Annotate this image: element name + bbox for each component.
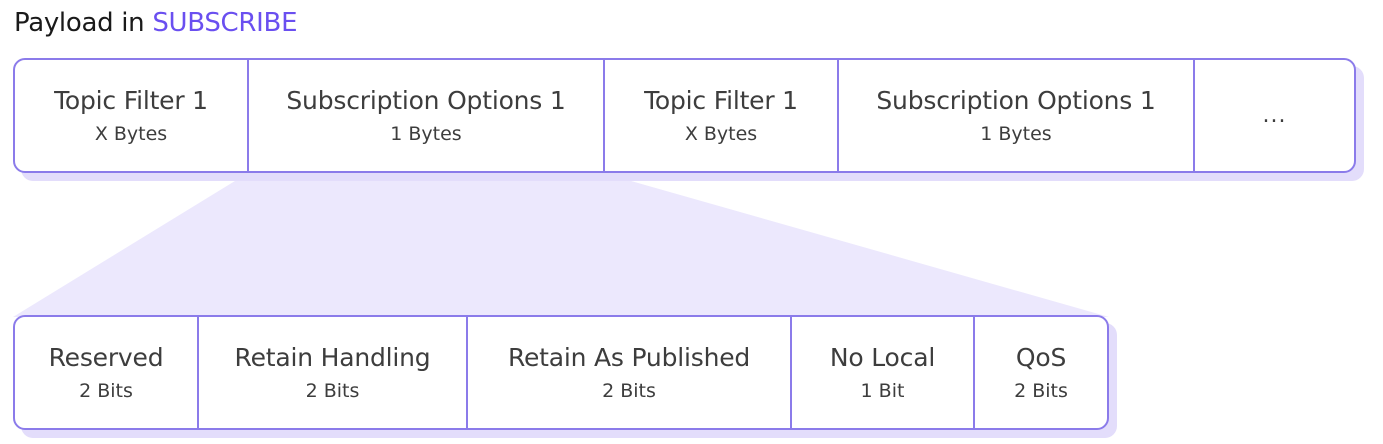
field-size: 1 Bytes: [390, 123, 462, 145]
field-size: 1 Bytes: [980, 123, 1052, 145]
field-name: Retain As Published: [507, 343, 751, 372]
field-size: X Bytes: [94, 123, 168, 145]
option-field-reserved: Reserved 2 Bits: [15, 317, 199, 428]
field-size: 2 Bits: [602, 380, 656, 402]
field-size: 2 Bits: [79, 380, 133, 402]
payload-field-subscription-options-2: Subscription Options 1 1 Bytes: [839, 60, 1195, 171]
diagram-title: Payload in SUBSCRIBE: [14, 8, 298, 38]
title-accent: SUBSCRIBE: [152, 8, 298, 38]
field-size: 2 Bits: [305, 380, 360, 402]
payload-field-subscription-options-1: Subscription Options 1 1 Bytes: [249, 60, 605, 171]
field-name: Reserved: [48, 343, 164, 372]
field-name: Topic Filter 1: [644, 86, 798, 115]
zoom-connector-shape: [13, 173, 1109, 317]
field-name: Retain Handling: [234, 343, 431, 372]
ellipsis-text: ...: [1262, 103, 1287, 128]
payload-field-topic-filter-1: Topic Filter 1 X Bytes: [15, 60, 249, 171]
field-size: X Bytes: [684, 123, 758, 145]
field-size: 1 Bit: [860, 380, 905, 402]
option-field-no-local: No Local 1 Bit: [792, 317, 975, 428]
option-field-qos: QoS 2 Bits: [975, 317, 1107, 428]
field-name: Subscription Options 1: [876, 86, 1156, 115]
option-field-retain-handling: Retain Handling 2 Bits: [199, 317, 468, 428]
option-field-retain-as-published: Retain As Published 2 Bits: [468, 317, 792, 428]
payload-field-topic-filter-2: Topic Filter 1 X Bytes: [605, 60, 839, 171]
field-name: Topic Filter 1: [54, 86, 208, 115]
title-prefix: Payload in: [14, 8, 145, 38]
field-name: Subscription Options 1: [286, 86, 566, 115]
field-size: 2 Bits: [1014, 380, 1068, 402]
payload-field-ellipsis: ...: [1195, 60, 1354, 171]
field-name: No Local: [829, 343, 936, 372]
subscription-options-row: Reserved 2 Bits Retain Handling 2 Bits R…: [13, 315, 1109, 430]
field-name: QoS: [1015, 343, 1067, 372]
payload-row: Topic Filter 1 X Bytes Subscription Opti…: [13, 58, 1356, 173]
